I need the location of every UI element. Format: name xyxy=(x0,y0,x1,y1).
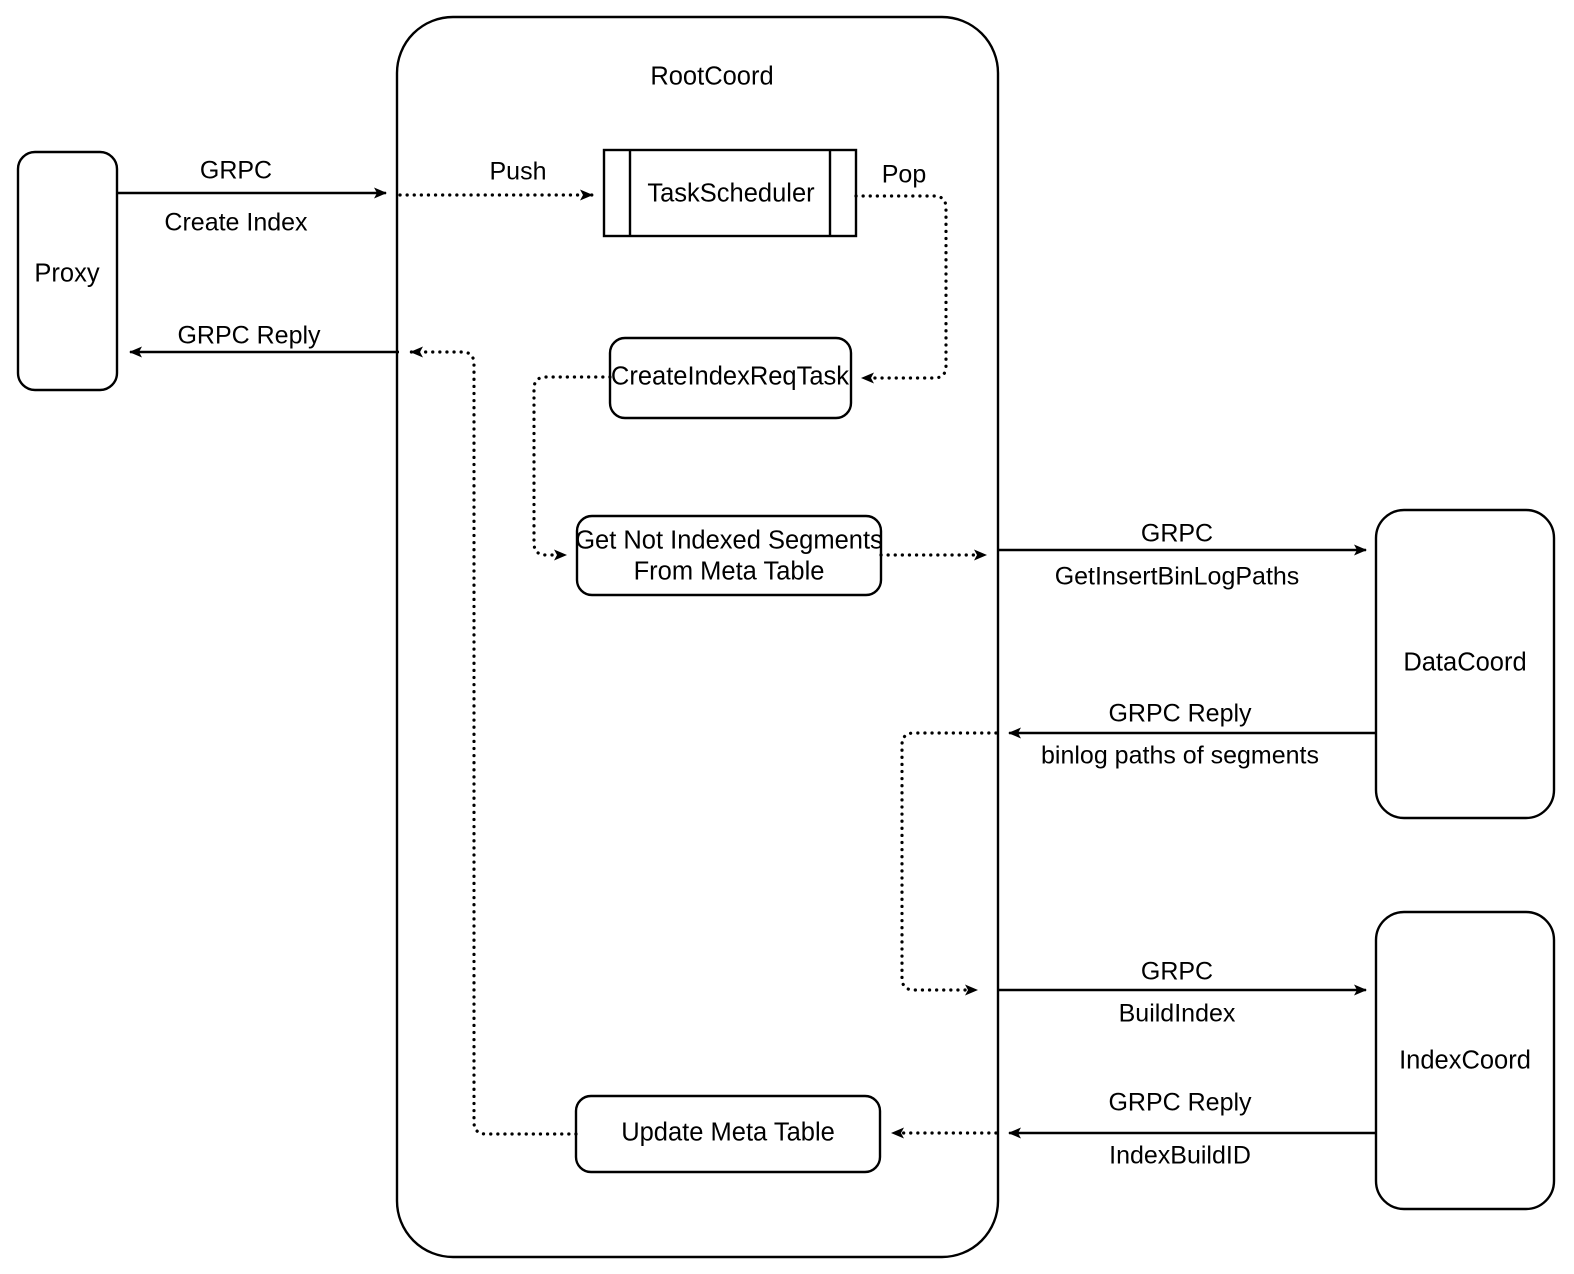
edge-label-grpc-datacoord-line1: GRPC xyxy=(1141,520,1213,548)
edge-label-grpc-reply-indexcoord-line2: IndexBuildID xyxy=(1109,1142,1251,1170)
edge-binlog-reply-to-buildindex xyxy=(900,731,998,996)
node-label-get-not-indexed-segments-line2: From Meta Table xyxy=(634,558,825,586)
node-index-coord[interactable] xyxy=(1374,910,1556,1211)
node-proxy[interactable] xyxy=(16,150,119,392)
data-coord-box[interactable] xyxy=(1374,508,1556,820)
edge-label-grpc-create-index-line1: GRPC xyxy=(200,157,272,185)
node-label-proxy: Proxy xyxy=(34,260,99,288)
rootcoord-boundary xyxy=(395,15,1000,1259)
edge-label-grpc-datacoord-line2: GetInsertBinLogPaths xyxy=(1055,563,1300,591)
edge-label-pop: Pop xyxy=(882,161,926,189)
group-label-rootcoord: RootCoord xyxy=(650,63,773,91)
node-label-task-scheduler: TaskScheduler xyxy=(647,180,815,208)
edge-label-grpc-reply-datacoord-line1: GRPC Reply xyxy=(1108,700,1252,728)
node-label-create-index-req-task: CreateIndexReqTask xyxy=(611,363,849,391)
node-data-coord[interactable] xyxy=(1374,508,1556,820)
proxy-box[interactable] xyxy=(16,150,119,392)
edge-label-grpc-indexcoord-line2: BuildIndex xyxy=(1119,1000,1236,1028)
edge-label-grpc-create-index-line2: Create Index xyxy=(164,209,308,237)
node-label-data-coord: DataCoord xyxy=(1403,649,1526,677)
edge-update-meta-table-to-reply xyxy=(409,346,578,1136)
edge-label-grpc-indexcoord-line1: GRPC xyxy=(1141,958,1213,986)
edge-label-grpc-reply-indexcoord-line1: GRPC Reply xyxy=(1108,1089,1252,1117)
edge-pop-to-create-index-req-task xyxy=(854,194,948,384)
edge-label-grpc-reply-proxy: GRPC Reply xyxy=(177,322,321,350)
task-scheduler-box[interactable] xyxy=(602,148,858,238)
node-label-update-meta-table: Update Meta Table xyxy=(621,1119,835,1147)
index-coord-box[interactable] xyxy=(1374,910,1556,1211)
node-label-index-coord: IndexCoord xyxy=(1399,1047,1531,1075)
edge-label-grpc-reply-datacoord-line2: binlog paths of segments xyxy=(1041,742,1319,770)
group-rootcoord xyxy=(395,15,1000,1259)
node-task-scheduler[interactable] xyxy=(602,148,858,238)
node-label-get-not-indexed-segments-line1: Get Not Indexed Segments xyxy=(575,527,883,555)
edge-label-push: Push xyxy=(490,158,547,186)
